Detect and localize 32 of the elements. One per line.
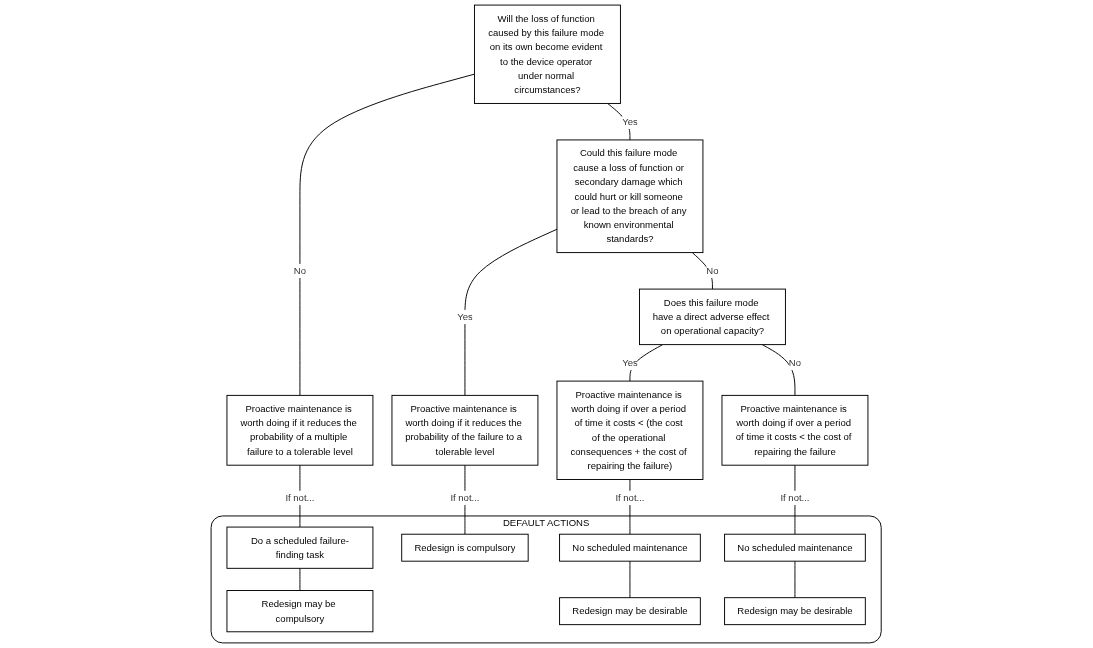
- edge-label: Yes: [622, 115, 639, 127]
- connector: [299, 567, 301, 592]
- edge-label: No: [294, 264, 307, 276]
- node-box: Do a scheduled failure-finding task: [226, 526, 374, 569]
- connector: [464, 228, 558, 396]
- edge-label: No: [789, 357, 802, 368]
- edge-label: If not...: [285, 491, 315, 503]
- node-box: Proactive maintenance is worth doing if over a period of time it costs < (the cost of the operational consequences + the cost of repairing the failure): [556, 380, 704, 480]
- node-box: Proactive maintenance is worth doing if over a period of time it costs < the cost of repairing the failure: [721, 394, 869, 466]
- connector: [762, 344, 796, 396]
- edge-label: No: [706, 264, 719, 276]
- edge-label: If not...: [780, 491, 810, 503]
- node-box: No scheduled maintenance: [724, 533, 867, 562]
- connector: [629, 344, 664, 382]
- node-box: Redesign may be desirable: [559, 597, 702, 626]
- node-box: Proactive maintenance is worth doing if it reduces the probability of the failure to a tolerable level: [391, 394, 539, 466]
- edge-label: If not...: [450, 491, 480, 503]
- node-box: Redesign may be compulsory: [226, 590, 374, 633]
- edge-label: Yes: [457, 310, 474, 322]
- connector: [607, 103, 631, 141]
- node-box: Redesign may be desirable: [724, 597, 867, 626]
- node-box: Will the loss of function caused by this failure mode on its own become evident to the device operator under normal circumstances?: [474, 4, 622, 104]
- edge-label: Yes: [622, 357, 639, 368]
- node-box: Could this failure mode cause a loss of function or secondary damage which could hurt or kill someone or lead to the breach of any known environmental standards?: [556, 139, 704, 254]
- connector: [794, 560, 796, 599]
- edge-label: If not...: [615, 491, 645, 503]
- node-box: Redesign is compulsory: [401, 533, 529, 562]
- node-box: Proactive maintenance is worth doing if it reduces the probability of a multiple failure to a tolerable level: [226, 394, 374, 466]
- connector: [299, 73, 476, 396]
- connector: [629, 560, 631, 599]
- node-box: No scheduled maintenance: [559, 533, 702, 562]
- node-box: Does this failure mode have a direct adverse effect on operational capacity?: [639, 288, 787, 346]
